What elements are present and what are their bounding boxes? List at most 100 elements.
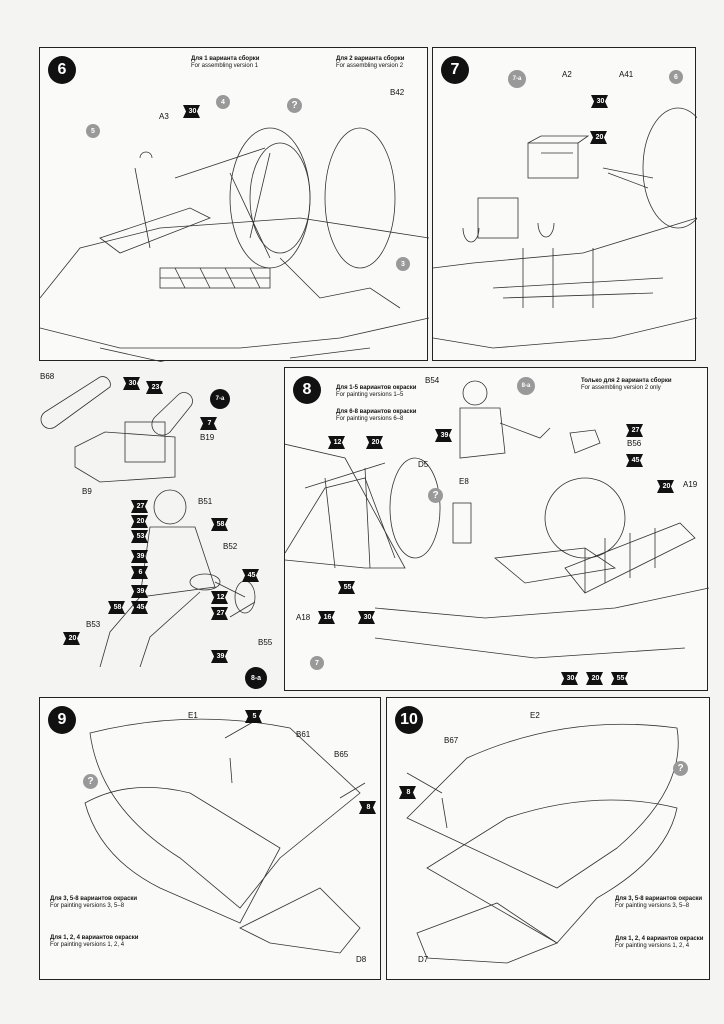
note-en: For painting versions 3, 5–8 (50, 903, 125, 909)
paint-marker: 20 (590, 131, 607, 144)
paint-marker: 12 (328, 436, 345, 449)
part-label-a41: A41 (619, 70, 634, 79)
step-number-9: 9 (48, 706, 76, 734)
step-number-8: 8 (293, 376, 321, 404)
note-ru: Для 6-8 вариантов окраски (336, 409, 417, 415)
part-label-d8: D8 (356, 955, 367, 964)
paint-marker: 20 (131, 515, 148, 528)
paint-marker: 6 (131, 566, 148, 579)
paint-marker: 27 (211, 607, 228, 620)
part-label-b51: B51 (198, 497, 213, 506)
part-label-a2: A2 (562, 70, 572, 79)
note-ru: Для 1 варианта сборки (191, 56, 260, 62)
part-label-d7: D7 (418, 955, 429, 964)
paint-marker: 55 (611, 672, 628, 685)
note-assembling-v2: Для 2 варианта сборки For assembling ver… (336, 56, 404, 70)
sub-assembly-7a-8a: B68 B19 B9 30 23 7 7-a B51 B52 B53 B55 2… (30, 367, 282, 691)
part-label-b42: B42 (390, 88, 405, 97)
step-10-drawing (406, 723, 679, 964)
note-en: For assembling version 1 (191, 63, 259, 69)
paint-marker: 30 (123, 377, 140, 390)
step-number-10: 10 (395, 706, 423, 734)
note-en: For painting versions 6–8 (336, 416, 404, 422)
paint-marker: 16 (318, 611, 335, 624)
note-en: For assembling version 2 (336, 63, 404, 69)
paint-marker: 55 (338, 581, 355, 594)
question-mark-icon: ? (673, 761, 688, 776)
step-6-drawing (40, 127, 429, 362)
note-en: For painting versions 1, 2, 4 (50, 942, 125, 948)
step-9-panel: 9 E1 B61 B65 D8 5 8 Для 3, 5-8 вариантов… (39, 697, 381, 980)
part-label-e2: E2 (530, 711, 540, 720)
paint-marker: 45 (626, 454, 643, 467)
ref-circle-5: 5 (86, 124, 100, 138)
paint-marker: 27 (626, 424, 643, 437)
part-label-b52: B52 (223, 542, 238, 551)
note-paint-6-8: Для 6-8 вариантов окраски For painting v… (336, 409, 416, 423)
part-label-b55: B55 (258, 638, 273, 647)
paint-marker: 30 (561, 672, 578, 685)
note-paint-3-5-8: Для 3, 5-8 вариантов окраски For paintin… (50, 896, 137, 910)
paint-marker: 12 (211, 591, 228, 604)
part-label-a3: A3 (159, 112, 169, 121)
paint-marker: 20 (586, 672, 603, 685)
note-assembling-v1: Для 1 варианта сборки For assembling ver… (191, 56, 259, 70)
note-ru: Для 3, 5-8 вариантов окраски (615, 896, 703, 902)
paint-marker: 20 (366, 436, 383, 449)
ref-circle-8a: 8-a (245, 667, 267, 689)
note-ru: Для 1, 2, 4 вариантов окраски (50, 935, 139, 941)
note-paint-1-2-4: Для 1, 2, 4 вариантов окраски For painti… (50, 935, 138, 949)
part-label-b54: B54 (425, 376, 440, 385)
paint-marker: 20 (63, 632, 80, 645)
paint-marker: 39 (435, 429, 452, 442)
note-en: For assembling version 2 only (581, 385, 661, 391)
part-label-b9: B9 (82, 487, 92, 496)
paint-marker: 39 (131, 585, 148, 598)
part-label-b68: B68 (40, 372, 55, 381)
part-label-d5: D5 (418, 460, 429, 469)
step-8-panel: 8 Для 1-5 вариантов окраски For painting… (284, 367, 709, 691)
paint-marker: 39 (211, 650, 228, 663)
part-label-b56: B56 (627, 439, 642, 448)
paint-marker: 8 (399, 786, 416, 799)
ref-circle-3: 3 (396, 257, 410, 271)
note-paint-1-2-4: Для 1, 2, 4 вариантов окраски For painti… (615, 936, 703, 950)
paint-marker: 23 (146, 381, 163, 394)
note-paint-1-5: Для 1-5 вариантов окраски For painting v… (336, 385, 416, 399)
note-ru: Для 3, 5-8 вариантов окраски (50, 896, 138, 902)
part-label-e8: E8 (459, 477, 469, 486)
paint-marker: 39 (131, 550, 148, 563)
paint-marker: 45 (242, 569, 259, 582)
part-label-b65: B65 (334, 750, 349, 759)
paint-marker: 45 (131, 601, 148, 614)
question-mark-icon: ? (428, 488, 443, 503)
note-ru: Только для 2 варианта сборки (581, 378, 672, 384)
paint-marker: 53 (131, 530, 148, 543)
question-mark-icon: ? (287, 98, 302, 113)
note-en: For painting versions 1–5 (336, 392, 404, 398)
note-paint-3-5-8: Для 3, 5-8 вариантов окраски For paintin… (615, 896, 702, 910)
ref-circle-7a: 7-a (508, 70, 526, 88)
sub-assembly-drawing (40, 376, 256, 668)
ref-circle-4: 4 (216, 95, 230, 109)
note-only-version-2: Только для 2 варианта сборки For assembl… (581, 378, 672, 392)
question-mark-icon: ? (83, 774, 98, 789)
ref-circle-7a: 7-a (210, 389, 230, 409)
note-en: For painting versions 1, 2, 4 (615, 943, 690, 949)
step-9-drawing (84, 717, 366, 954)
paint-marker: 7 (200, 417, 217, 430)
step-7-drawing (433, 107, 697, 349)
step-10-panel: 10 E2 B67 D7 8 Для 3, 5-8 вариантов окра… (386, 697, 710, 980)
paint-marker: 27 (131, 500, 148, 513)
part-label-b19: B19 (200, 433, 215, 442)
part-label-b67: B67 (444, 736, 459, 745)
step-number-6: 6 (48, 56, 76, 84)
note-ru: Для 2 варианта сборки (336, 56, 405, 62)
paint-marker: 5 (245, 710, 262, 723)
note-ru: Для 1-5 вариантов окраски (336, 385, 417, 391)
step-8-drawing (285, 380, 709, 659)
paint-marker: 58 (211, 518, 228, 531)
paint-marker: 30 (591, 95, 608, 108)
part-label-b53: B53 (86, 620, 101, 629)
part-label-b61: B61 (296, 730, 311, 739)
